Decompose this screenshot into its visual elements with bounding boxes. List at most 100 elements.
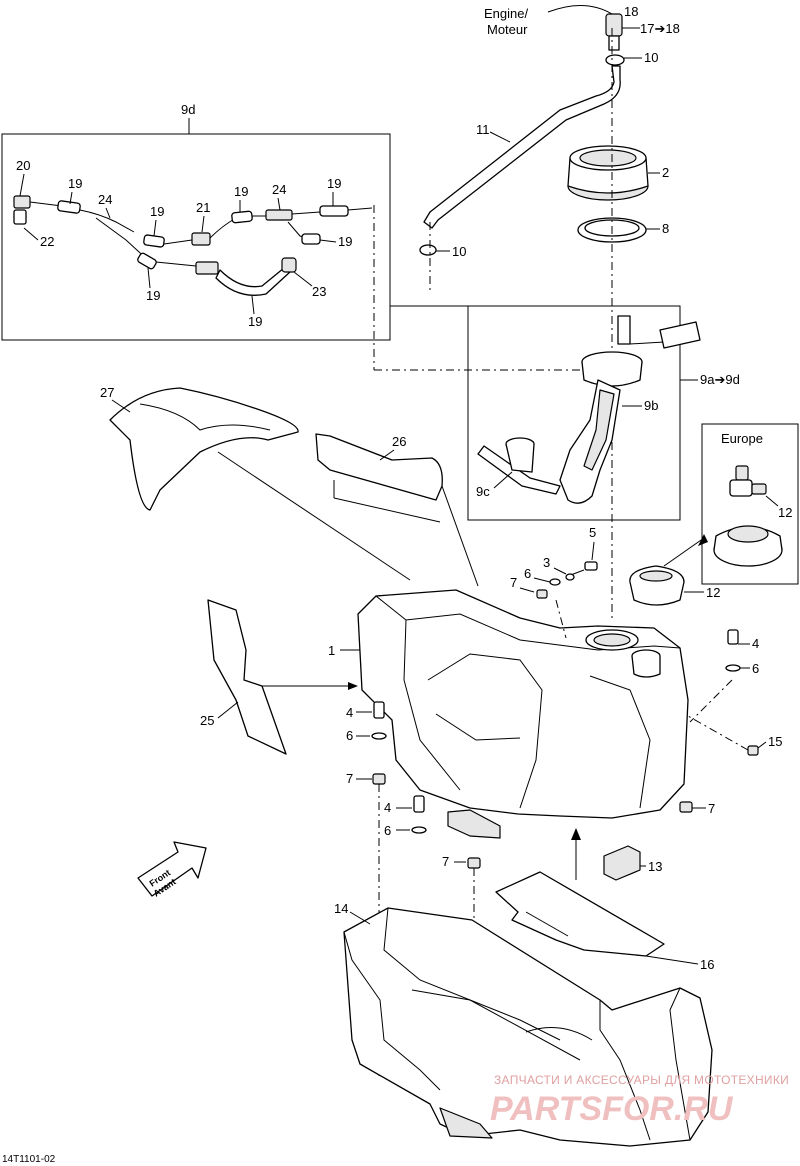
callout-19-c: 19: [234, 184, 248, 199]
callout-7-left-upper: 7: [346, 771, 353, 786]
callout-7-left-lower: 7: [442, 854, 449, 869]
callout-1: 1: [328, 643, 335, 658]
callout-11: 11: [476, 122, 490, 137]
callout-26: 26: [392, 434, 406, 449]
leader-7-top: [519, 587, 535, 593]
callout-5: 5: [589, 525, 596, 540]
box-9d: [1, 133, 391, 341]
locking-ring-2: [567, 145, 649, 201]
europe-valve-cap: [713, 465, 783, 567]
leader-26: [379, 449, 395, 461]
callout-24-b: 24: [272, 182, 286, 197]
box-europe: [701, 423, 799, 585]
leader-6-top: [533, 577, 551, 583]
leader-cap-europe: [663, 537, 705, 567]
callout-9d: 9d: [181, 102, 195, 117]
callout-17-18: 17➔18: [640, 21, 680, 36]
callout-4-left-upper: 4: [346, 705, 353, 720]
callout-4-right: 4: [752, 636, 759, 651]
callout-19-a: 19: [68, 176, 82, 191]
callout-16: 16: [700, 957, 714, 972]
callout-2: 2: [662, 165, 669, 180]
callout-24-a: 24: [98, 192, 112, 207]
hardware-top: [536, 561, 598, 599]
callout-6-left-upper: 6: [346, 728, 353, 743]
callout-7-top: 7: [510, 575, 517, 590]
leader-25: [217, 701, 239, 719]
callout-27: 27: [100, 385, 114, 400]
watermark-tagline: ЗАПЧАСТИ И АКСЕССУАРЫ ДЛЯ МОТОТЕХНИКИ: [494, 1073, 789, 1087]
engine-leader: [547, 4, 613, 15]
callout-14: 14: [334, 901, 348, 916]
callout-7-right: 7: [708, 801, 715, 816]
leader-19-e: [319, 239, 337, 243]
callout-6-left-lower: 6: [384, 823, 391, 838]
heat-shield-26: [315, 433, 443, 501]
watermark: ЗАПЧАСТИ И АКСЕССУАРЫ ДЛЯ МОТОТЕХНИКИ PA…: [490, 1073, 789, 1128]
leader-27: [111, 399, 131, 413]
callout-6-top: 6: [524, 566, 531, 581]
arrow-up-head: [571, 828, 581, 840]
nut-7-left-lower: [467, 857, 481, 869]
link-27-tank: [217, 451, 411, 581]
callout-9b: 9b: [644, 398, 658, 413]
leader-5: [591, 541, 595, 561]
callout-19-f: 19: [146, 288, 160, 303]
callout-10-top: 10: [644, 50, 658, 65]
engine-label-line2: Moteur: [487, 22, 528, 37]
callout-19-d: 19: [327, 176, 341, 191]
callout-19-e: 19: [338, 234, 352, 249]
callout-25: 25: [200, 713, 214, 728]
axis-right: [689, 679, 733, 723]
callout-19-b: 19: [150, 204, 164, 219]
washer-6-left-upper: [371, 732, 387, 740]
callout-12: 12: [706, 585, 720, 600]
leader-9c: [493, 471, 513, 489]
front-arrow: Front Avant: [137, 841, 207, 899]
washer-6-right: [725, 664, 741, 672]
europe-label: Europe: [721, 431, 763, 446]
leader-19-a: [69, 191, 73, 205]
link-26-b: [333, 497, 441, 523]
callout-10-bottom: 10: [452, 244, 466, 259]
callout-22: 22: [40, 234, 54, 249]
leader-21: [201, 215, 205, 233]
leader-19-b: [153, 219, 157, 237]
nut-7-left-upper: [372, 773, 386, 785]
leader-24-a: [105, 207, 111, 219]
axis-hardware-top: [555, 599, 567, 639]
callout-6-right: 6: [752, 661, 759, 676]
callout-23: 23: [312, 284, 326, 299]
bolt-4-right: [727, 629, 739, 645]
callout-3: 3: [543, 555, 550, 570]
leader-19-f: [147, 267, 151, 289]
callout-13: 13: [648, 859, 662, 874]
heat-shield-27: [109, 387, 299, 511]
leader-11: [489, 131, 511, 143]
callout-12-europe: 12: [778, 505, 792, 520]
bolt-4-left-upper: [373, 701, 385, 719]
callout-9a-9d: 9a➔9d: [700, 372, 740, 387]
callout-15: 15: [768, 734, 782, 749]
tray-14: [343, 907, 713, 1147]
fuel-line-assembly: [13, 195, 373, 296]
skid-plate-16: [495, 871, 665, 957]
rivet-15: [747, 745, 759, 756]
washer-6-left-lower: [411, 826, 427, 834]
arrow-25-tank: [348, 682, 358, 690]
leader-23: [293, 271, 313, 287]
callout-19-g: 19: [248, 314, 262, 329]
callout-8: 8: [662, 221, 669, 236]
leader-15: [757, 741, 767, 749]
arrow-cap-europe: [698, 534, 708, 546]
clamp-10-bottom: [419, 244, 437, 256]
box-fuel-pump: [467, 305, 681, 521]
link-26-tank: [441, 485, 479, 587]
skid-plate-16-slot: [525, 911, 569, 937]
leader-12-europe: [765, 495, 779, 507]
vent-valve: [605, 13, 623, 51]
leader-16: [645, 955, 699, 965]
nut-7-right: [679, 801, 693, 813]
fuel-cap-12: [629, 565, 685, 606]
